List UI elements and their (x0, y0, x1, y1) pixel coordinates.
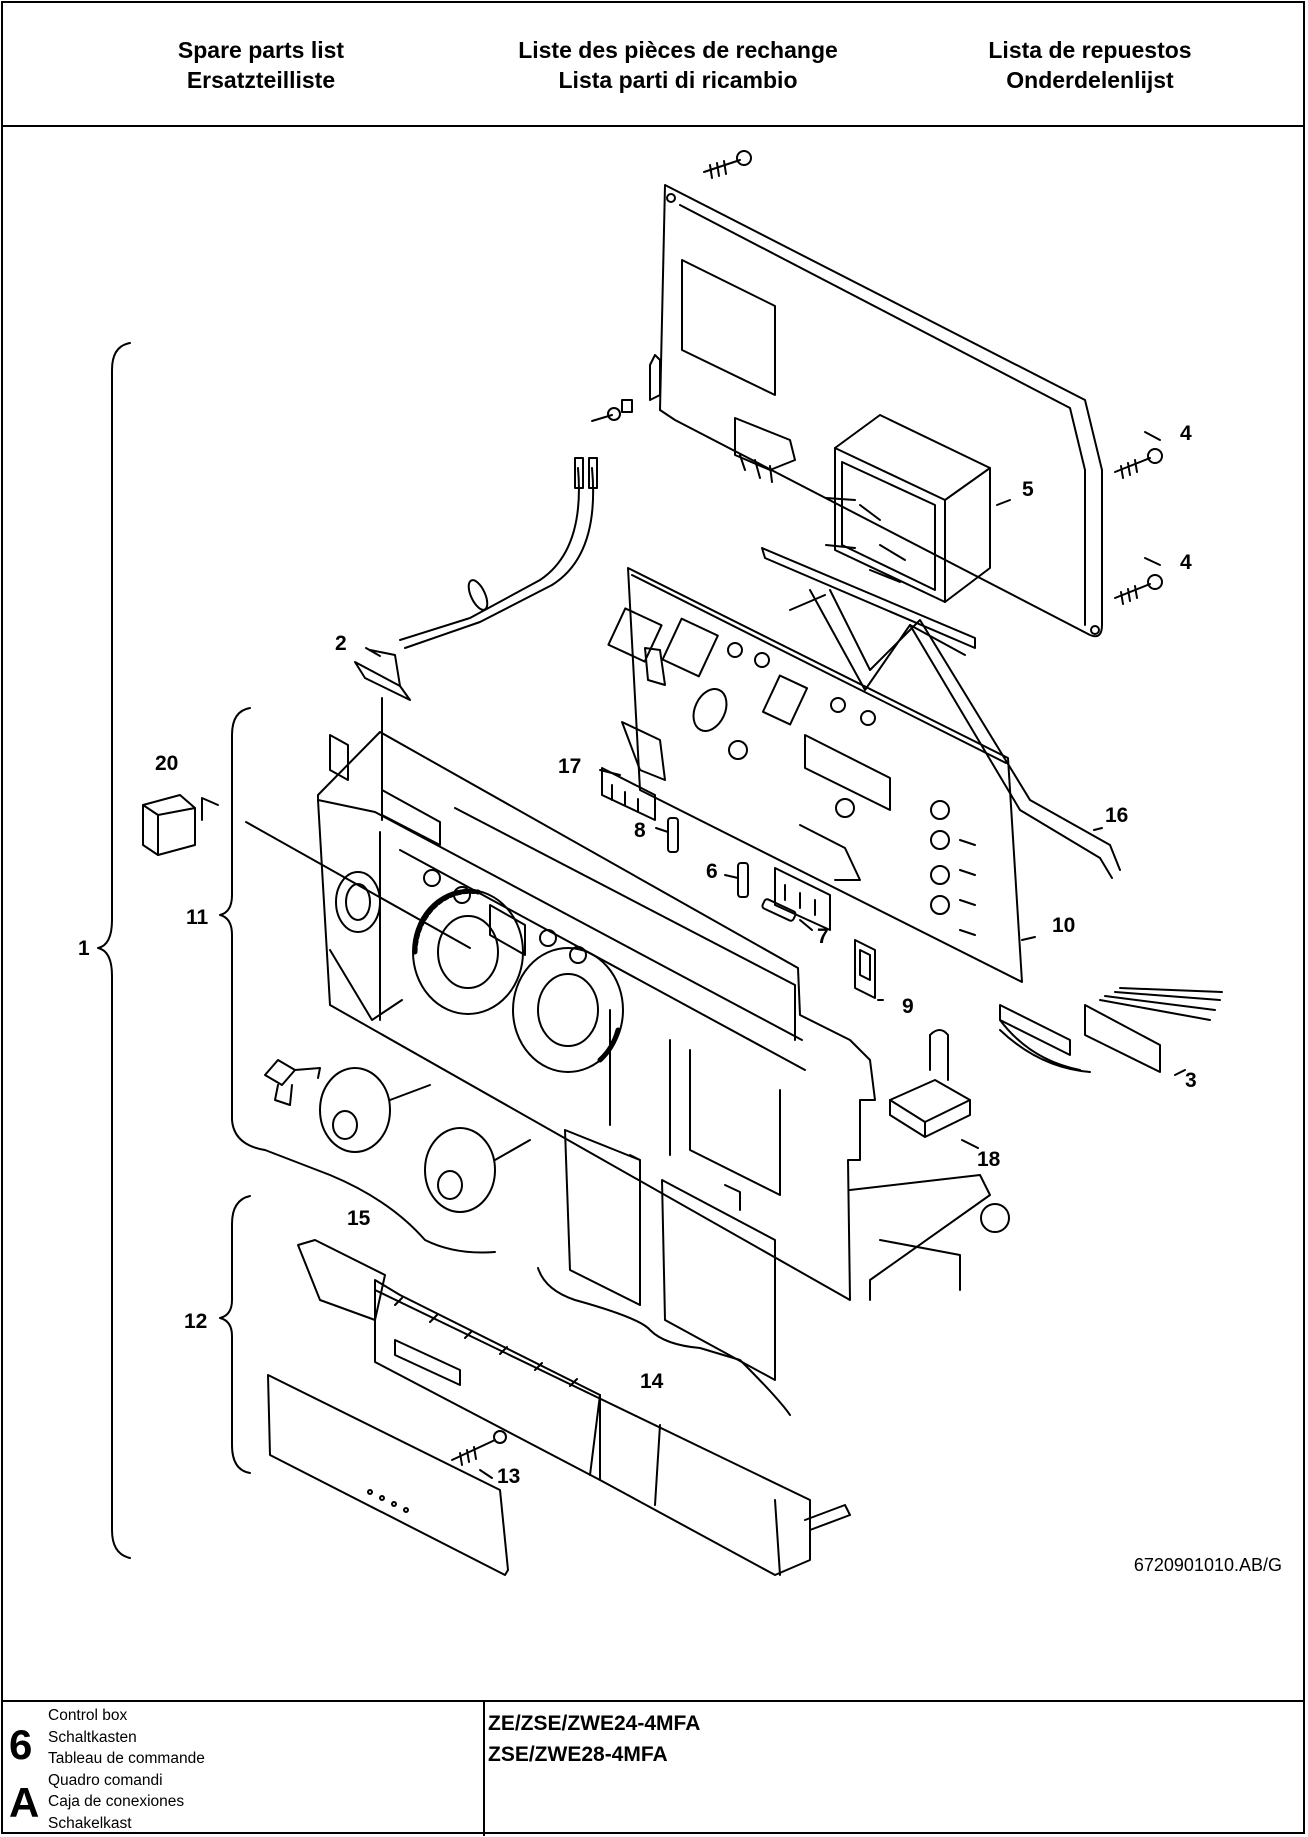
wire-harness (399, 457, 598, 649)
section-labels: Control box Schaltkasten Tableau de comm… (48, 1705, 205, 1834)
screw-13 (451, 1430, 507, 1466)
sensor-18 (889, 1029, 971, 1138)
section-label-nl: Schakelkast (48, 1814, 132, 1832)
section-label-de: Schaltkasten (48, 1728, 137, 1746)
back-plate (649, 184, 1103, 638)
callout-5: 5 (1022, 478, 1034, 501)
model-2: ZSE/ZWE28-4MFA (488, 1743, 668, 1766)
model-1: ZE/ZSE/ZWE24-4MFA (488, 1712, 701, 1735)
callout-3: 3 (1185, 1069, 1197, 1092)
dial-arc-right (597, 1027, 621, 1063)
bracket-frame (761, 547, 1121, 879)
section-letter: A (9, 1779, 40, 1826)
screw-top (703, 150, 752, 179)
connector-17 (601, 721, 666, 821)
model-list: ZE/ZSE/ZWE24-4MFA ZSE/ZWE28-4MFA (488, 1708, 700, 1770)
brace-1 (97, 342, 131, 1559)
brace-12 (219, 1195, 251, 1474)
brace-14 (537, 1267, 791, 1416)
fuse-7 (761, 898, 797, 922)
fuse-8 (667, 817, 679, 853)
callout-4a: 4 (1180, 422, 1192, 445)
callout-18: 18 (977, 1148, 1001, 1171)
header-title-de: Ersatzteilliste (186, 67, 336, 93)
cover-plate (267, 1374, 509, 1576)
header-title-es: Lista de repuestos (988, 37, 1192, 63)
brace-11 (219, 707, 496, 1254)
callout-8: 8 (634, 819, 646, 842)
cover-14b (661, 1179, 776, 1381)
dial-arc-left (412, 888, 481, 955)
section-label-es: Caja de conexiones (48, 1793, 185, 1810)
callout-13: 13 (497, 1465, 520, 1488)
knob-left (319, 1067, 431, 1153)
screw-4a (1114, 448, 1163, 479)
screw-4b (1114, 574, 1163, 605)
cover-14a (564, 1129, 641, 1306)
callout-1: 1 (78, 937, 90, 960)
page-header: Spare parts list Ersatzteilliste Liste d… (1, 1, 1305, 127)
header-title-en: Spare parts list (177, 37, 345, 63)
transformer (825, 414, 991, 603)
header-french-italian: Liste des pièces de rechange Lista parti… (498, 35, 858, 95)
header-title-nl: Onderdelenlijst (1006, 67, 1174, 93)
fuse-6 (737, 862, 749, 898)
callout-6: 6 (706, 860, 718, 883)
header-spanish-dutch: Lista de repuestos Onderdelenlijst (910, 35, 1270, 95)
wiring-plug (999, 987, 1223, 1073)
callout-4b: 4 (1180, 551, 1192, 574)
callout-20: 20 (155, 752, 178, 775)
section-label-en: Control box (48, 1707, 128, 1724)
front-panel (297, 1239, 851, 1576)
page-number: 6 (9, 1721, 33, 1768)
page-footer: 6 A Control box Schaltkasten Tableau de … (1, 1700, 1305, 1836)
cap-20 (142, 794, 219, 856)
circuit-board (607, 567, 1023, 983)
callout-16: 16 (1105, 804, 1128, 827)
callout-12: 12 (184, 1310, 207, 1333)
header-english-german: Spare parts list Ersatzteilliste (81, 35, 441, 95)
screw-left (591, 399, 633, 422)
callout-15: 15 (347, 1207, 371, 1230)
callout-2: 2 (335, 632, 347, 655)
knob-small (264, 1059, 321, 1106)
callout-11: 11 (186, 906, 209, 929)
header-title-fr: Liste des pièces de rechange (518, 37, 838, 63)
connector-center (774, 824, 861, 931)
control-housing (317, 731, 1010, 1301)
callout-7: 7 (817, 925, 829, 948)
callout-9: 9 (902, 995, 914, 1018)
callout-17: 17 (558, 755, 581, 778)
relay-9 (854, 939, 876, 999)
callout-14: 14 (640, 1370, 664, 1393)
footer-divider (483, 1702, 485, 1836)
section-label-fr: Tableau de commande (48, 1750, 205, 1767)
drawing-reference-number: 6720901010.AB/G (1133, 1555, 1282, 1575)
header-title-it: Lista parti di ricambio (558, 67, 798, 93)
knob-right (424, 1127, 531, 1213)
callout-10: 10 (1052, 914, 1075, 937)
section-label-it: Quadro comandi (48, 1771, 163, 1789)
exploded-view-diagram: 1 2 3 4 4 5 6 7 8 9 10 11 12 13 14 15 16… (78, 150, 1223, 1576)
